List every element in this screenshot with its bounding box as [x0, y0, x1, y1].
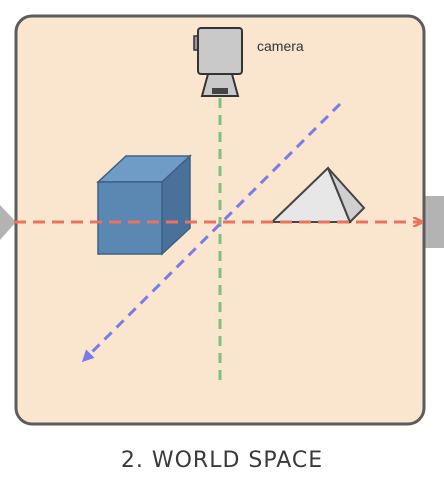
- incoming-arrow-left: [0, 205, 16, 240]
- camera-label: camera: [257, 38, 304, 54]
- z-axis: [81, 102, 342, 363]
- pyramid-icon: [269, 166, 366, 224]
- diagram-caption: 2. WORLD SPACE: [120, 448, 324, 473]
- cube-icon: [96, 154, 192, 256]
- outgoing-arrow-right: [424, 196, 444, 248]
- camera-icon: [193, 27, 243, 97]
